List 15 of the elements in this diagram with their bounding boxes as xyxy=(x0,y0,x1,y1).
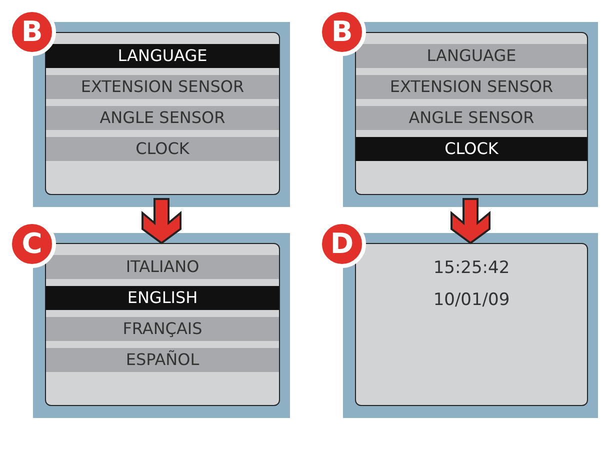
selected-menu-item: ENGLISH xyxy=(46,286,279,310)
menu-item: EXTENSION SENSOR xyxy=(46,75,279,99)
menu-item: CLOCK xyxy=(46,137,279,161)
menu-item: ESPAÑOL xyxy=(46,348,279,372)
menu-item: FRANÇAIS xyxy=(46,317,279,341)
down-arrow xyxy=(450,198,490,244)
menu-item: EXTENSION SENSOR xyxy=(356,75,587,99)
selected-menu-item: LANGUAGE xyxy=(46,44,279,68)
menu-item: LANGUAGE xyxy=(356,44,587,68)
down-arrow xyxy=(142,198,182,244)
menu-item: ANGLE SENSOR xyxy=(46,106,279,130)
display-text: 10/01/09 xyxy=(356,288,587,312)
selected-menu-item: CLOCK xyxy=(356,137,587,161)
menu-item: ANGLE SENSOR xyxy=(356,106,587,130)
menu-item: ITALIANO xyxy=(46,255,279,279)
